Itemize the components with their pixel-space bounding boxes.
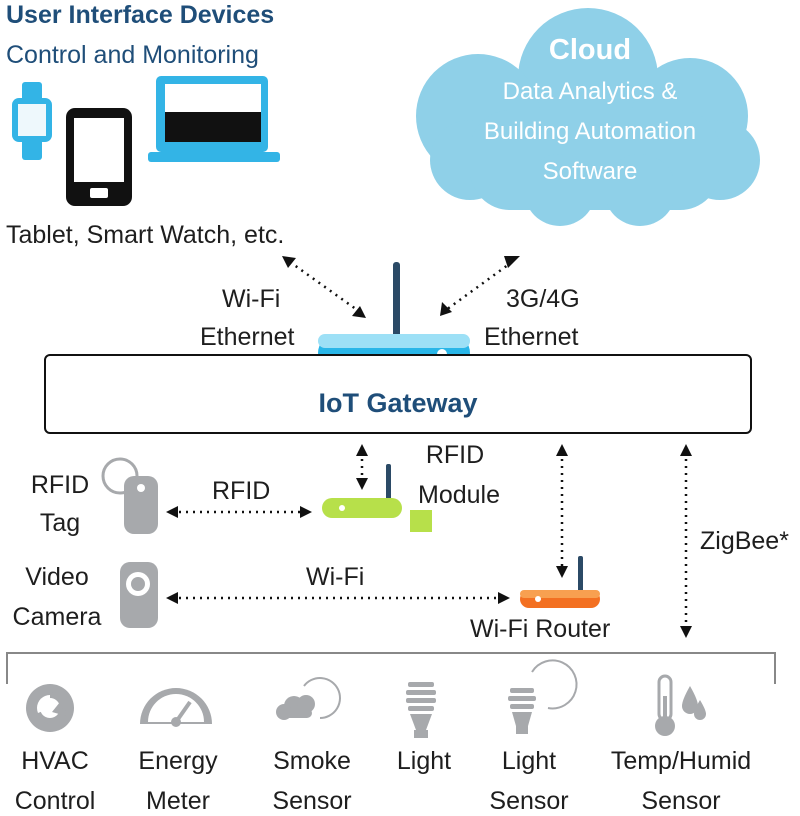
rfid-tag-icon bbox=[101, 457, 158, 534]
arrows-top bbox=[289, 260, 513, 314]
iot-gateway-box: IoT Gateway bbox=[44, 354, 752, 434]
cloud-shape bbox=[416, 8, 760, 226]
sensor-light-sensor-line1: Light bbox=[501, 747, 557, 775]
header-subtitle: Control and Monitoring bbox=[6, 41, 259, 69]
rfid-module-label-line1: RFID bbox=[425, 441, 485, 469]
rfid-tag-label-line2: Tag bbox=[39, 509, 81, 537]
energy-meter-icon bbox=[140, 688, 212, 727]
cloud-line-2: Building Automation bbox=[483, 118, 697, 145]
header-title: User Interface Devices bbox=[6, 1, 275, 29]
tablet-icon bbox=[66, 108, 132, 206]
cloud-line-1: Data Analytics & bbox=[502, 78, 678, 105]
hvac-icon bbox=[26, 684, 74, 732]
light-bulb-icon bbox=[406, 682, 436, 738]
sensor-temp-humid-line2: Sensor bbox=[641, 787, 721, 815]
link-label-rfid: RFID bbox=[212, 477, 271, 505]
cloud-line-3: Software bbox=[542, 158, 638, 185]
rfid-module-label-line2: Module bbox=[418, 481, 500, 509]
link-label-zigbee: ZigBee* bbox=[700, 527, 789, 555]
sensor-light-sensor-line2: Sensor bbox=[489, 787, 569, 815]
sensor-hvac-line2: Control bbox=[14, 787, 96, 815]
sensor-smoke-line1: Smoke bbox=[273, 747, 351, 775]
laptop-icon bbox=[148, 76, 280, 162]
iot-gateway-label: IoT Gateway bbox=[318, 388, 478, 418]
rfid-module-icon bbox=[322, 464, 432, 532]
link-label-wifi-router: Wi-Fi bbox=[306, 563, 365, 591]
smart-watch-icon bbox=[12, 82, 52, 160]
link-label-ethernet-right: Ethernet bbox=[484, 323, 579, 351]
sensor-smoke-line2: Sensor bbox=[272, 787, 352, 815]
wifi-router-icon bbox=[520, 556, 600, 608]
link-label-3g4g: 3G/4G bbox=[506, 285, 580, 313]
video-camera-label-line1: Video bbox=[25, 563, 89, 591]
sensor-light-line1: Light bbox=[396, 747, 452, 775]
wifi-router-label: Wi-Fi Router bbox=[470, 615, 611, 643]
link-label-ethernet-left: Ethernet bbox=[200, 323, 295, 351]
sensor-energy-line1: Energy bbox=[138, 747, 218, 775]
sensor-temp-humid-line1: Temp/Humid bbox=[610, 747, 752, 775]
video-camera-label-line2: Camera bbox=[12, 603, 102, 631]
sensor-energy-line2: Meter bbox=[146, 787, 210, 815]
smoke-sensor-icon bbox=[276, 677, 341, 720]
sensors-bracket bbox=[6, 652, 776, 684]
light-sensor-icon bbox=[508, 659, 578, 734]
devices-caption: Tablet, Smart Watch, etc. bbox=[6, 221, 285, 249]
video-camera-icon bbox=[120, 562, 158, 628]
sensor-hvac-line1: HVAC bbox=[21, 747, 89, 775]
temp-humid-icon bbox=[655, 674, 706, 736]
link-label-wifi: Wi-Fi bbox=[222, 285, 281, 313]
arrowheads-top bbox=[282, 256, 520, 318]
rfid-tag-label-line1: RFID bbox=[30, 471, 90, 499]
cloud-title: Cloud bbox=[548, 34, 632, 66]
